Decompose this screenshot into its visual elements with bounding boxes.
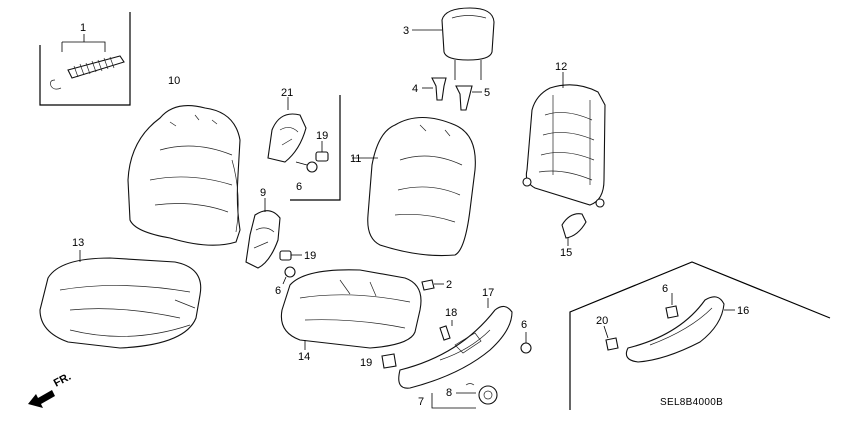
callout-19a: 19 <box>316 130 328 142</box>
recliner-cover-9 <box>245 198 281 269</box>
callout-5: 5 <box>484 87 490 99</box>
screw-6c-icon <box>520 332 532 354</box>
screw-18-icon <box>439 320 453 341</box>
callout-11: 11 <box>350 153 361 165</box>
callout-19c: 19 <box>360 357 372 369</box>
clip-20-icon <box>603 325 619 351</box>
screw-6-icon <box>295 161 318 173</box>
seat-back-cover-middle <box>352 117 476 257</box>
inset-box-hinge-cover <box>267 95 341 201</box>
callout-19b: 19 <box>304 250 316 262</box>
trim-cover-16 <box>625 296 735 363</box>
inset-box-trim-16 <box>569 261 831 410</box>
callout-10: 10 <box>168 75 180 87</box>
spring-clip-icon <box>50 79 62 90</box>
callout-8: 8 <box>446 387 452 399</box>
spring-icon <box>67 55 125 79</box>
callout-7: 7 <box>418 396 424 408</box>
callout-2: 2 <box>446 279 452 291</box>
callout-6d: 6 <box>662 283 668 295</box>
seat-cushion-cover-middle <box>280 269 422 350</box>
clip-19b-icon <box>279 250 302 261</box>
side-cover-17 <box>398 298 513 389</box>
headrest-3 <box>412 7 495 80</box>
headrest-guide-4 <box>422 77 447 101</box>
callout-14: 14 <box>298 351 310 363</box>
diagram-code: SEL8B4000B <box>660 397 723 408</box>
clip-19-icon <box>315 151 329 162</box>
screw-6b-icon <box>282 266 296 285</box>
callout-17: 17 <box>482 287 494 299</box>
callout-16: 16 <box>737 305 749 317</box>
clip-2-icon <box>421 279 444 291</box>
seat-back-cover-left <box>127 105 241 246</box>
callout-18: 18 <box>445 307 457 319</box>
callout-6a: 6 <box>296 181 302 193</box>
seat-back-frame-12 <box>522 72 606 208</box>
callout-1: 1 <box>80 22 86 34</box>
callout-9: 9 <box>260 187 266 199</box>
screw-6d-icon <box>665 293 679 319</box>
callout-6b: 6 <box>275 285 281 297</box>
callout-3: 3 <box>403 25 409 37</box>
clip-19c-icon <box>381 353 397 369</box>
knob-7-group <box>431 383 498 409</box>
inset-box-part-1 <box>39 12 131 106</box>
callout-6c: 6 <box>521 319 527 331</box>
callout-20: 20 <box>596 315 608 327</box>
lever-knob-15 <box>561 213 587 246</box>
callout-13: 13 <box>72 237 84 249</box>
seat-cushion-cover-left <box>39 250 202 349</box>
callout-labels: 1 2 3 4 5 6 6 6 6 7 8 9 10 11 12 13 14 1… <box>72 22 749 408</box>
callout-15: 15 <box>560 247 572 259</box>
front-label: FR. <box>52 371 73 390</box>
front-direction-arrow-icon <box>28 390 55 408</box>
headrest-guide-5 <box>455 85 482 111</box>
callout-4: 4 <box>412 83 418 95</box>
callout-21: 21 <box>281 87 293 99</box>
callout-12: 12 <box>555 61 567 73</box>
hinge-cover-21 <box>267 113 307 163</box>
